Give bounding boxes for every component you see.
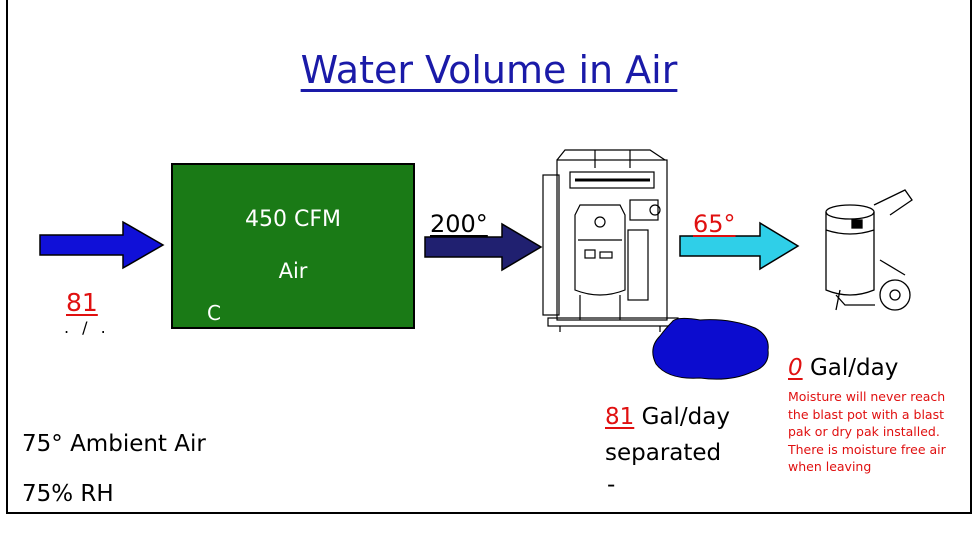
- compressor-cfm-label: 450 CFM: [245, 207, 341, 232]
- separated-gallons-unit: Gal/day: [634, 404, 730, 430]
- outlet-moisture-note: Moisture will never reach the blast pot …: [788, 389, 946, 475]
- slide-frame: [6, 0, 972, 514]
- separated-label: separated: [605, 440, 722, 466]
- outlet-gallons-value: 0: [788, 355, 803, 381]
- separated-gallons-value: 81: [605, 404, 635, 430]
- compressor-air-label: Air: [278, 259, 308, 283]
- water-blob: [652, 317, 769, 380]
- inlet-arrow: [39, 220, 165, 270]
- outlet-gallons-unit: Gal/day: [802, 355, 899, 381]
- inlet-gallons-value: 81: [66, 288, 98, 317]
- ambient-rh-label: 75% RH: [22, 481, 114, 507]
- blast-pot-icon: [825, 189, 913, 311]
- cool-air-arrow: [679, 221, 800, 271]
- outlet-gallons-line: 0 Gal/day: [788, 355, 898, 381]
- inlet-unit-partial: . / .: [64, 318, 110, 337]
- ambient-temp-label: 75° Ambient Air: [22, 431, 206, 457]
- cool-air-temp: 65°: [693, 210, 736, 238]
- slide-title: Water Volume in Air: [300, 48, 678, 92]
- hot-air-temp: 200°: [430, 210, 488, 238]
- hot-air-arrow: [424, 222, 543, 272]
- separated-dash: -: [607, 472, 616, 498]
- compressor-box: 450 CFM Air C: [171, 163, 415, 329]
- aftercooler-unit-icon: [542, 149, 679, 332]
- separated-gallons-line: 81 Gal/day: [605, 404, 730, 430]
- compressor-clipped-label: C: [207, 301, 221, 325]
